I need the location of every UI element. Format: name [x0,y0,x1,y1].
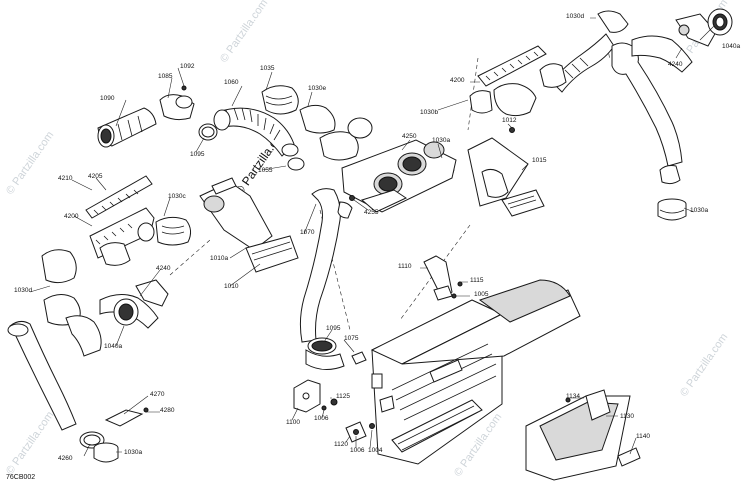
callout-label: 1060 [224,79,239,86]
nut-1005 [451,293,457,299]
housing-1010 [199,177,299,273]
bracket-1100 [293,379,321,413]
callout-label: 1030a [432,137,451,144]
bracket-4270 [104,409,144,427]
bushing-1125 [330,398,338,406]
bushing-1004 [369,423,375,429]
callout-label: 1010 [224,283,239,290]
callout-label: 1030a [124,449,143,456]
tube-1070 [299,188,353,343]
bolt-1115 [457,281,463,287]
cover-4210 [85,175,153,219]
adapter-1085 [159,94,195,121]
callout-label: 1085 [158,73,173,80]
hose-1030d-top [551,10,683,185]
callout-label: 1090 [100,95,115,102]
resonator-4200-left [89,207,155,266]
callout-label: 1004 [368,447,383,454]
callout-label: 1100 [286,419,300,426]
callout-label: 1115 [470,277,484,284]
callout-label: 4205 [88,173,103,180]
callout-label: 4250 [402,133,417,140]
clamp-1040a-top [707,8,733,36]
adapter-1030a-right [657,198,687,221]
callout-label: 1030b [420,109,439,116]
filter-1090 [97,107,157,148]
clip-1075 [351,351,367,365]
callout-label: 1125 [336,393,350,400]
callout-label: 1006 [350,447,365,454]
bracket-1140 [617,447,641,467]
airbox-main [370,279,581,465]
assembly-line [169,239,211,276]
nut-1006-a [321,405,327,411]
callout-label: 4280 [160,407,175,414]
callout-label: 1015 [532,157,547,164]
callout-label: 1030a [690,207,709,214]
screw-1092 [181,85,187,91]
bracket-4240-top [631,13,717,73]
callout-label: 4200 [64,213,79,220]
clamp-1095-mid [305,337,345,370]
cover-4250 [341,139,457,213]
callout-label: 1095 [190,151,205,158]
callout-label: 1040a [104,343,123,350]
bolt-1012 [509,127,515,133]
callout-label: 1030d [566,13,585,20]
callout-label: 4210 [58,175,73,182]
callout-label: 1006 [314,415,329,422]
tray-1130 [525,389,631,481]
clamp-1055 [287,157,305,171]
callout-label: 1010a [210,255,229,262]
adapter-1030a-bottom [93,442,119,463]
clamp-1095-top [198,123,218,141]
duct-1015 [467,137,545,217]
clamp-4260 [79,431,105,449]
nut-1006-b [353,429,359,435]
callout-label: 1134 [566,393,580,400]
callout-label: 1012 [502,117,517,124]
reference-code: 76CB002 [6,474,36,481]
callout-label: 1030d [14,287,33,294]
callout-label: 1070 [300,229,315,236]
hose-1060 [213,107,299,157]
hose-1030c [155,216,192,246]
callout-label: 1110 [398,263,412,270]
callout-label: 1055 [258,167,273,174]
callout-label: 1005 [474,291,489,298]
callout-label: 1040a [722,43,741,50]
callout-label: 4270 [150,391,165,398]
resonator-4200-top [469,45,567,117]
callout-label: 4260 [58,455,73,462]
callout-label: 1120 [334,441,348,448]
callout-label: 1130 [620,413,634,420]
callout-label: 4255 [364,209,379,216]
callout-label: 1095 [326,325,341,332]
hose-1035 [261,85,299,115]
hose-1030e [299,104,373,161]
callout-label: 4240 [668,61,683,68]
callout-label: 1140 [636,433,650,440]
callout-label: 4200 [450,77,465,84]
callout-label: 4240 [156,265,171,272]
callout-label: 1035 [260,65,275,72]
callout-label: 1030e [308,85,327,92]
callout-label: 1075 [344,335,359,342]
callout-label: 1092 [180,63,195,70]
screw-1134 [565,397,571,403]
bolt-4255 [349,195,355,201]
clamp-1040a-left [113,298,139,326]
callout-label: 1030c [168,193,186,200]
hose-1030d-left [7,249,102,431]
screw-4280 [143,407,149,413]
bracket-1110 [423,255,453,301]
